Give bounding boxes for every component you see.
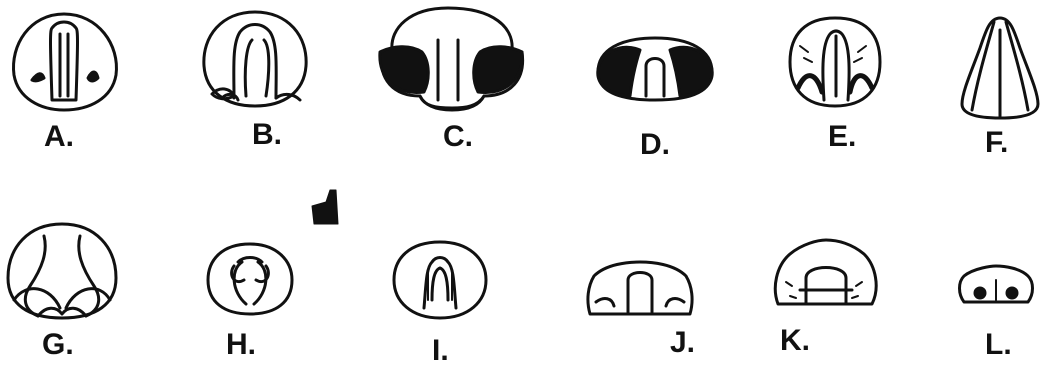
sketch-c xyxy=(380,8,523,110)
label-i: I. xyxy=(432,336,449,366)
sketch-a xyxy=(13,14,116,110)
sketch-b xyxy=(204,12,306,106)
label-j: J. xyxy=(670,328,695,358)
label-l: L. xyxy=(985,330,1012,360)
sketch-e xyxy=(790,18,880,106)
sketch-k xyxy=(775,240,876,304)
label-f: F. xyxy=(985,128,1008,158)
label-a: A. xyxy=(44,122,74,152)
label-c: C. xyxy=(443,122,473,152)
sketch-i xyxy=(394,242,486,318)
sketch-j xyxy=(588,262,692,314)
sketch-d xyxy=(598,38,712,100)
sketch-h xyxy=(208,244,292,314)
label-b: B. xyxy=(252,120,282,150)
label-g: G. xyxy=(42,330,74,360)
sketch-g xyxy=(8,224,116,318)
sketch-f xyxy=(962,18,1038,118)
label-h: H. xyxy=(226,330,256,360)
label-d: D. xyxy=(640,130,670,160)
ink-blot xyxy=(312,190,338,224)
label-k: K. xyxy=(780,326,810,356)
sketch-l xyxy=(960,266,1033,302)
label-e: E. xyxy=(828,122,856,152)
